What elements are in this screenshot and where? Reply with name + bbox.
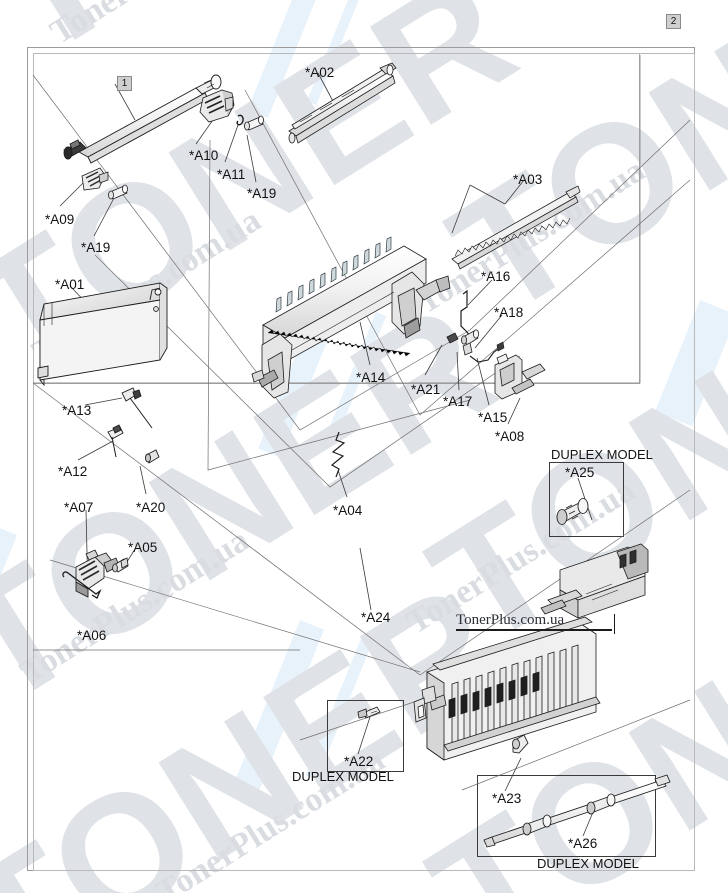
label-A14[interactable]: *A14 (356, 370, 386, 385)
label-A22[interactable]: *A22 (344, 754, 374, 769)
part-A18-wire-link (469, 341, 505, 363)
label-A05[interactable]: *A05 (128, 540, 158, 555)
part-A17-roller (460, 329, 479, 356)
duplex-caption-a26: DUPLEX MODEL (537, 856, 639, 871)
duplex-box-a26 (477, 775, 656, 857)
center-watermark: TonerPlus.com.ua (456, 612, 615, 634)
part-A13-link (121, 387, 153, 429)
part-A01-guide-plate (37, 282, 168, 387)
label-A03[interactable]: *A03 (513, 172, 543, 187)
part-A05-pin (112, 557, 129, 573)
label-A23[interactable]: *A23 (492, 791, 522, 806)
label-A06[interactable]: *A06 (77, 628, 107, 643)
part-A15-bracket (494, 353, 546, 400)
label-A18[interactable]: *A18 (494, 305, 524, 320)
label-A24[interactable]: *A24 (361, 610, 391, 625)
part-A06-spring (62, 571, 102, 599)
label-A16[interactable]: *A16 (481, 269, 511, 284)
part-A12-link (107, 424, 124, 458)
label-A08[interactable]: *A08 (495, 429, 525, 444)
part-A23-pin (512, 734, 529, 754)
duplex-box-a25 (549, 462, 624, 537)
part-A10-gear-block (199, 89, 235, 123)
label-A04[interactable]: *A04 (333, 503, 363, 518)
part-A03-toothed-rack (451, 185, 581, 270)
label-A01[interactable]: *A01 (55, 277, 85, 292)
label-A19[interactable]: *A19 (247, 186, 277, 201)
center-watermark-text: TonerPlus.com.ua (456, 612, 565, 628)
label-A20[interactable]: *A20 (136, 500, 166, 515)
part-A09-bushing (81, 167, 109, 191)
label-A26[interactable]: *A26 (568, 836, 598, 851)
duplex-box-a22 (327, 700, 404, 772)
label-A25[interactable]: *A25 (565, 465, 595, 480)
label-A02[interactable]: *A02 (305, 65, 335, 80)
part-A20-pin (145, 449, 160, 464)
center-watermark-underline (456, 629, 612, 631)
label-A11[interactable]: *A11 (217, 167, 246, 182)
label-A07[interactable]: *A07 (64, 500, 94, 515)
part-A19-bushing-left (108, 184, 128, 200)
inner-frame (33, 53, 695, 871)
part-A25-roller (556, 498, 589, 525)
duplex-caption-a22: DUPLEX MODEL (292, 769, 394, 784)
part-delivery-unit (540, 543, 649, 619)
part-A11-clip (236, 114, 244, 126)
callout-tag-2[interactable]: 2 (666, 14, 681, 29)
label-A15[interactable]: *A15 (478, 410, 508, 425)
duplex-caption-a25: DUPLEX MODEL (551, 447, 653, 462)
part-A16-wire-spring (460, 289, 473, 339)
label-A19-left[interactable]: *A19 (81, 240, 111, 255)
label-A13[interactable]: *A13 (62, 403, 92, 418)
label-A12[interactable]: *A12 (58, 464, 88, 479)
part-group-roller-1 (63, 74, 222, 164)
main-region-frame (33, 53, 640, 384)
label-A10[interactable]: *A10 (189, 148, 219, 163)
center-watermark-tick (613, 614, 615, 634)
part-A21-clip (446, 332, 459, 344)
label-A09[interactable]: *A09 (45, 212, 75, 227)
part-A26-roller-shaft (483, 774, 671, 848)
callout-tag-1[interactable]: 1 (117, 76, 132, 91)
label-A21[interactable]: *A21 (411, 382, 441, 397)
label-A17[interactable]: *A17 (443, 394, 473, 409)
